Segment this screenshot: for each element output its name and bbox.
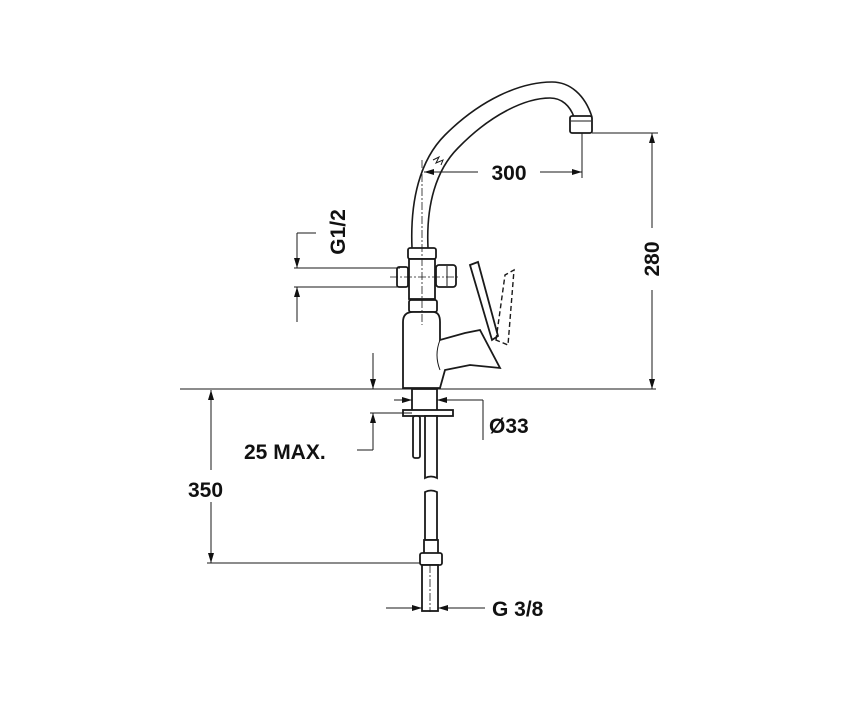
dimension-label-g12: G1/2 (327, 209, 350, 255)
dimension-inlet-thread: G1/2 (294, 209, 400, 322)
lever-handle (468, 260, 500, 342)
spout (410, 81, 593, 249)
dimension-deck-thickness: 25 MAX. (244, 353, 412, 464)
mounting-assembly (402, 388, 454, 612)
dimension-label-300: 300 (491, 162, 526, 185)
supply-hose-upper (424, 415, 438, 480)
dimension-label-25-max: 25 MAX. (244, 441, 326, 464)
inlet-right-cap (435, 264, 457, 288)
dimension-hose-length: 350 (188, 390, 420, 564)
dimension-spout-height: 280 (592, 132, 664, 389)
dimension-hose-thread: G 3/8 (386, 598, 544, 621)
dimension-label-280: 280 (641, 241, 664, 276)
valve-body (402, 311, 502, 389)
threaded-rod (412, 415, 421, 459)
dimension-label-350: 350 (188, 479, 223, 502)
lower-nut (408, 299, 438, 313)
supply-hose-lower (424, 489, 438, 541)
aerator (569, 115, 593, 134)
dimension-label-g38: G 3/8 (492, 598, 544, 621)
dimension-hole-diameter: Ø33 (394, 397, 529, 440)
lever-alternate-position (495, 268, 515, 347)
dimension-label-diameter: Ø33 (489, 415, 529, 438)
faucet-body (390, 160, 515, 389)
dimension-spout-reach: 300 (424, 133, 583, 185)
hose-nut (419, 552, 443, 566)
